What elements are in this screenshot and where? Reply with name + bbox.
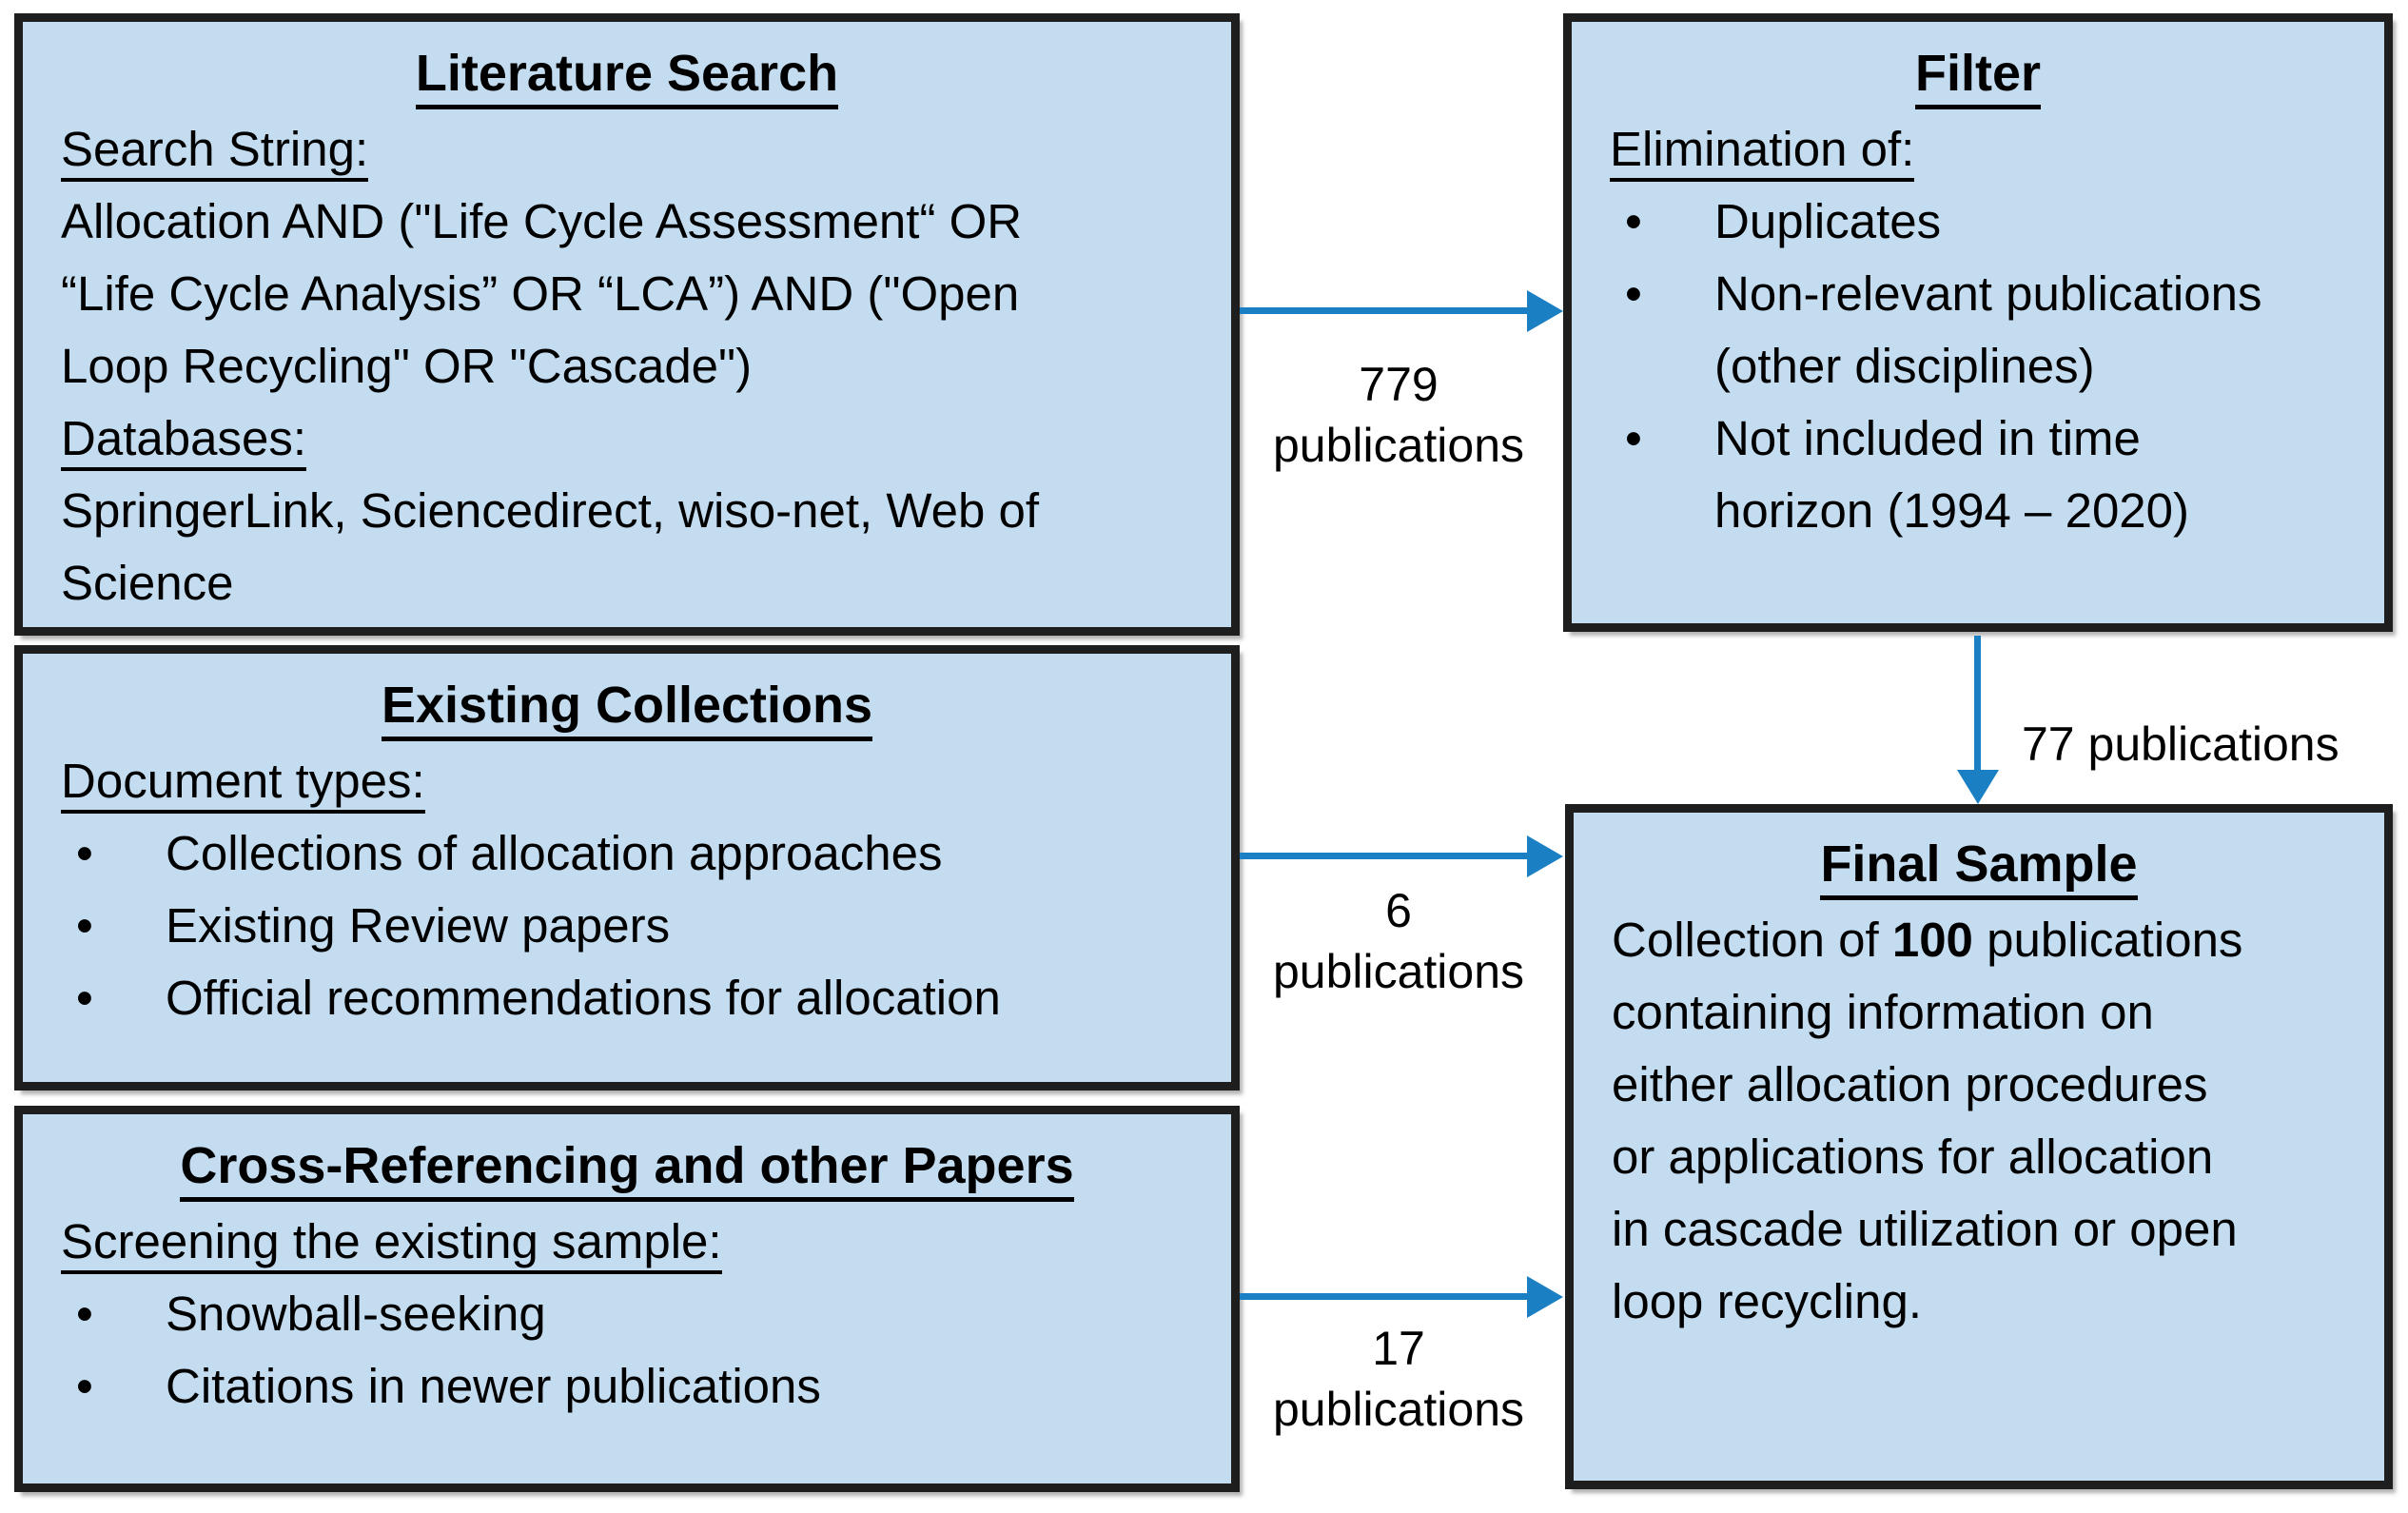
box-cross-referencing: Cross-Referencing and other Papers Scree… xyxy=(14,1106,1240,1492)
bullet-text: Duplicates xyxy=(1714,194,1942,248)
arrow-line xyxy=(1240,853,1531,859)
heading-text: Search String: xyxy=(61,122,369,182)
box-title: Filter xyxy=(1610,33,2346,113)
heading-databases: Databases: xyxy=(61,403,1193,475)
bullet-continuation: (other disciplines) xyxy=(1714,339,2095,393)
arrow-label-6-publications: 6 publications xyxy=(1251,880,1546,1002)
box-filter: Filter Elimination of: • Duplicates • No… xyxy=(1563,13,2393,632)
bullet-icon: • xyxy=(1625,411,1642,465)
box-existing-collections: Existing Collections Document types: • C… xyxy=(14,645,1240,1091)
heading-text: Screening the existing sample: xyxy=(61,1214,722,1274)
box-title-text: Filter xyxy=(1914,45,2042,109)
database-list-line-2: Science xyxy=(61,556,234,610)
bullet-icon: • xyxy=(76,898,93,953)
bullet-icon: • xyxy=(1625,194,1642,248)
heading-text: Elimination of: xyxy=(1610,122,1915,182)
arrow-label-17-publications: 17 publications xyxy=(1251,1318,1546,1440)
heading-search-string: Search String: xyxy=(61,113,1193,186)
body-line-6: loop recycling. xyxy=(1612,1274,1922,1328)
heading-elimination: Elimination of: xyxy=(1610,113,2346,186)
database-list-line-1: SpringerLink, Sciencedirect, wiso-net, W… xyxy=(61,483,1040,538)
body-text-bold: 100 xyxy=(1891,913,1973,967)
bullet-text: Citations in newer publications xyxy=(166,1359,821,1413)
bullet-icon: • xyxy=(1625,266,1642,321)
heading-text: Databases: xyxy=(61,411,306,471)
box-title: Cross-Referencing and other Papers xyxy=(61,1126,1193,1206)
bullet-item: • Citations in newer publications xyxy=(61,1350,1193,1423)
arrow-right-icon xyxy=(1527,835,1563,877)
bullet-text: Not included in time xyxy=(1714,411,2141,465)
bullet-item: • Official recommendations for allocatio… xyxy=(61,962,1193,1034)
query-line-2: “Life Cycle Analysis” OR “LCA”) AND ("Op… xyxy=(61,266,1020,321)
label-count: 779 xyxy=(1359,358,1439,411)
bullet-item: • Non-relevant publications xyxy=(1610,258,2346,330)
arrow-right-icon xyxy=(1527,290,1563,332)
bullet-item: • Duplicates xyxy=(1610,186,2346,258)
bullet-icon: • xyxy=(76,1359,93,1413)
label-unit: publications xyxy=(1272,945,1525,998)
box-title: Literature Search xyxy=(61,33,1193,113)
arrow-right-icon xyxy=(1527,1276,1563,1318)
box-final-sample: Final Sample Collection of 100 publicati… xyxy=(1565,804,2393,1489)
body-line-3: either allocation procedures xyxy=(1612,1057,2208,1111)
label-count: 6 xyxy=(1385,884,1412,937)
arrow-label-779-publications: 779 publications xyxy=(1251,354,1546,476)
box-title-text: Literature Search xyxy=(415,45,839,109)
body-line-5: in cascade utilization or open xyxy=(1612,1202,2238,1256)
box-title-text: Final Sample xyxy=(1820,835,2138,900)
arrow-line xyxy=(1240,307,1531,314)
bullet-icon: • xyxy=(76,1287,93,1341)
bullet-text: Existing Review papers xyxy=(166,898,671,953)
box-literature-search: Literature Search Search String: Allocat… xyxy=(14,13,1240,636)
box-title: Final Sample xyxy=(1612,824,2346,904)
heading-text: Document types: xyxy=(61,754,425,814)
heading-document-types: Document types: xyxy=(61,745,1193,817)
heading-screening: Screening the existing sample: xyxy=(61,1206,1193,1278)
label-count: 17 xyxy=(1372,1322,1425,1375)
bullet-text: Collections of allocation approaches xyxy=(166,826,943,880)
arrow-line xyxy=(1974,636,1981,772)
bullet-item: • Existing Review papers xyxy=(61,890,1193,962)
body-line-4: or applications for allocation xyxy=(1612,1130,2214,1184)
query-line-3: Loop Recycling" OR "Cascade") xyxy=(61,339,753,393)
label-unit: publications xyxy=(1272,1383,1525,1436)
bullet-text: Official recommendations for allocation xyxy=(166,971,1001,1025)
query-line-1: Allocation AND ("Life Cycle Assessment“ … xyxy=(61,194,1023,248)
bullet-icon: • xyxy=(76,826,93,880)
label-unit: publications xyxy=(1272,419,1525,472)
bullet-item: • Collections of allocation approaches xyxy=(61,817,1193,890)
box-title: Existing Collections xyxy=(61,665,1193,745)
body-text: publications xyxy=(1972,913,2243,967)
bullet-text: Snowball-seeking xyxy=(166,1287,546,1341)
body-text: Collection of xyxy=(1612,913,1892,967)
box-title-text: Existing Collections xyxy=(381,677,873,741)
bullet-item: • Not included in time xyxy=(1610,403,2346,475)
bullet-item: • Snowball-seeking xyxy=(61,1278,1193,1350)
arrow-down-icon xyxy=(1957,770,1999,804)
bullet-text: Non-relevant publications xyxy=(1714,266,2262,321)
body-line-1: Collection of 100 publications xyxy=(1612,904,2346,976)
box-title-text: Cross-Referencing and other Papers xyxy=(180,1137,1074,1202)
bullet-icon: • xyxy=(76,971,93,1025)
body-line-2: containing information on xyxy=(1612,985,2154,1039)
bullet-continuation: horizon (1994 – 2020) xyxy=(1714,483,2190,538)
arrow-label-77-publications: 77 publications xyxy=(2022,717,2339,771)
arrow-line xyxy=(1240,1293,1531,1300)
